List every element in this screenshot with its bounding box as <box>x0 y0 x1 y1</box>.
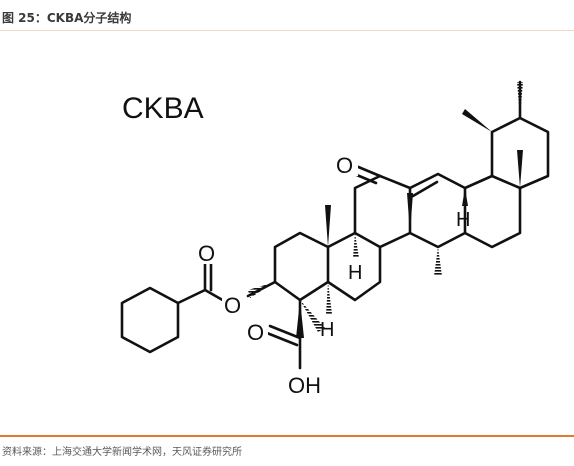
ring-f <box>490 116 550 190</box>
molecule-label: CKBA <box>122 92 204 125</box>
hydrogen-ring-e: H <box>456 209 470 231</box>
hydrogen-ring-c: H <box>348 262 362 284</box>
ckba-structure-diagram: CKBA <box>0 31 574 435</box>
ring-d <box>408 172 467 249</box>
c4-methyl-hash <box>300 300 325 332</box>
ring-e-methyl-wedge <box>517 150 523 188</box>
wedge-bonds <box>296 109 523 338</box>
c9-h-hash <box>353 233 359 258</box>
ring-f-methyl-wedge <box>462 109 492 132</box>
c5-h-hash <box>326 282 332 314</box>
ring-e-h-wedge <box>462 188 468 206</box>
c10-methyl-wedge <box>325 205 331 247</box>
ring-c <box>353 174 412 249</box>
title-divider <box>0 30 574 31</box>
acid-carbonyl-2 <box>265 331 299 347</box>
ketone-bond-1 <box>354 164 382 178</box>
hydrogen-ring-b: H <box>320 319 334 341</box>
c8-methyl-wedge <box>407 193 413 233</box>
figure-title: 图 25：CKBA分子结构 <box>2 11 132 25</box>
ketone-oxygen: O <box>336 153 353 178</box>
ester-carbonyl-oxygen: O <box>198 241 215 266</box>
source-caption: 资料来源：上海交通大学新闻学术网，天风证券研究所 <box>2 447 242 458</box>
atom-labels: O O O O OH H H H <box>196 152 470 398</box>
ring-f-methyl-hash <box>517 82 523 118</box>
acyl-cyclohexyl-bond <box>176 288 207 305</box>
acid-hydroxyl: OH <box>288 373 321 398</box>
c3-o-hash <box>248 282 275 298</box>
ring-a <box>273 231 330 302</box>
hashed-bonds <box>248 82 523 332</box>
ester-oxygen: O <box>224 293 241 318</box>
source-divider <box>0 435 574 437</box>
ring-e <box>463 174 522 249</box>
c14-methyl-hash <box>434 247 442 276</box>
c4-carboxyl-wedge <box>296 300 304 338</box>
alkene-double-bond <box>411 180 439 198</box>
ring-b <box>326 231 382 302</box>
acid-carbonyl-1 <box>268 324 302 340</box>
cyclohexane-ring <box>120 286 180 354</box>
acid-carbonyl-oxygen: O <box>247 320 264 345</box>
